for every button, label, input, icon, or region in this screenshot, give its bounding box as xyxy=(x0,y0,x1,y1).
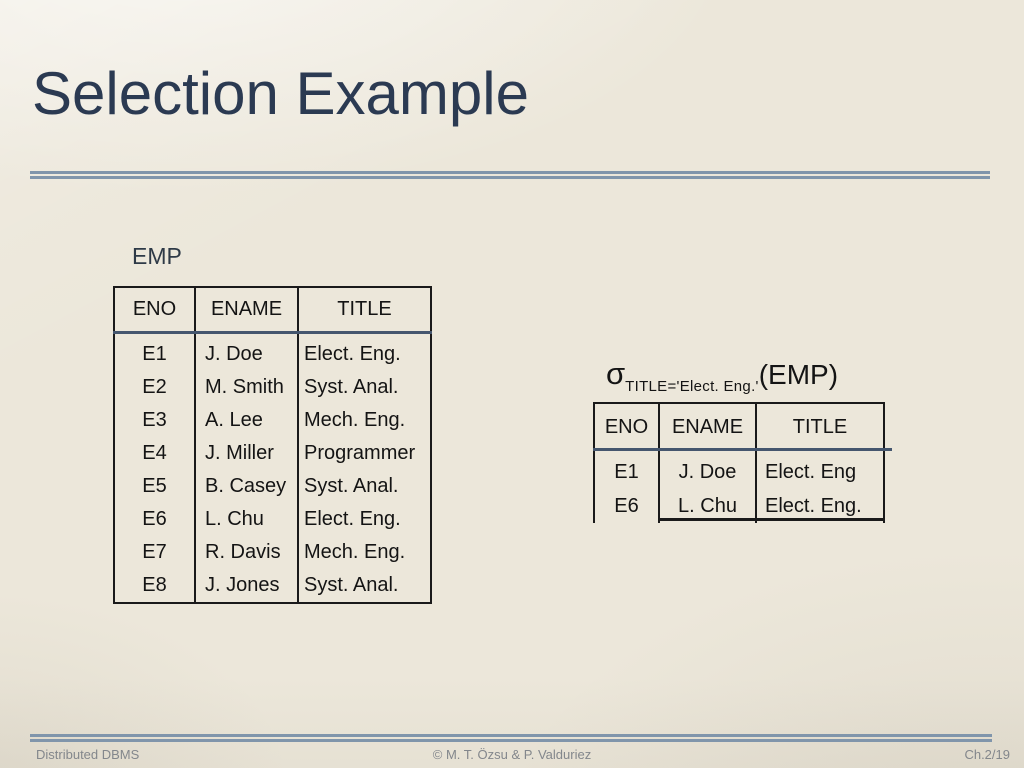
cell-ename: J. Miller xyxy=(194,437,299,470)
cell-title: Mech. Eng. xyxy=(297,404,432,437)
table-row: E7 R. Davis Mech. Eng. xyxy=(113,536,432,569)
title-divider xyxy=(30,171,990,179)
table-row: E8 J. Jones Syst. Anal. xyxy=(113,569,432,603)
cell-ename: L. Chu xyxy=(658,489,757,523)
footer-divider xyxy=(30,734,992,742)
cell-eno: E1 xyxy=(593,450,660,489)
cell-eno: E4 xyxy=(113,437,196,470)
result-header-separator xyxy=(593,448,892,451)
table-row: E1 J. Doe Elect. Eng xyxy=(593,450,885,489)
table-row: E3 A. Lee Mech. Eng. xyxy=(113,404,432,437)
result-header-row: ENO ENAME TITLE xyxy=(593,403,885,450)
cell-ename: M. Smith xyxy=(194,371,299,404)
cell-title: Mech. Eng. xyxy=(297,536,432,569)
table-row: E2 M. Smith Syst. Anal. xyxy=(113,371,432,404)
selection-predicate: TITLE='Elect. Eng.' xyxy=(625,378,759,395)
cell-ename: B. Casey xyxy=(194,470,299,503)
cell-ename: J. Jones xyxy=(194,569,299,603)
footer-copyright: © M. T. Özsu & P. Valduriez xyxy=(432,747,592,762)
emp-col-header-ename: ENAME xyxy=(194,287,299,334)
footer-page-number: Ch.2/19 xyxy=(964,747,1010,762)
cell-ename: J. Doe xyxy=(658,450,757,489)
emp-col-header-title: TITLE xyxy=(297,287,432,334)
cell-title: Elect. Eng. xyxy=(297,332,432,371)
selection-expression: σTITLE='Elect. Eng.'(EMP) xyxy=(606,356,839,395)
cell-eno: E5 xyxy=(113,470,196,503)
selection-operand: (EMP) xyxy=(758,359,839,390)
cell-eno: E1 xyxy=(113,332,196,371)
sigma-operator: σ xyxy=(606,356,626,391)
cell-title: Elect. Eng xyxy=(755,450,885,489)
emp-header-row: ENO ENAME TITLE xyxy=(113,287,432,334)
cell-eno: E6 xyxy=(113,503,196,536)
cell-ename: A. Lee xyxy=(194,404,299,437)
emp-table: ENO ENAME TITLE E1 J. Doe Elect. Eng. E2… xyxy=(113,286,432,604)
result-col-header-ename: ENAME xyxy=(658,403,757,450)
result-table-bottom-border xyxy=(658,518,883,521)
cell-title: Programmer xyxy=(297,437,432,470)
table-row: E1 J. Doe Elect. Eng. xyxy=(113,332,432,371)
cell-title: Syst. Anal. xyxy=(297,371,432,404)
cell-ename: R. Davis xyxy=(194,536,299,569)
footer-course-label: Distributed DBMS xyxy=(36,747,140,762)
cell-eno: E7 xyxy=(113,536,196,569)
cell-ename: J. Doe xyxy=(194,332,299,371)
cell-title: Elect. Eng. xyxy=(755,489,885,523)
cell-eno: E6 xyxy=(593,489,660,523)
emp-col-header-eno: ENO xyxy=(113,287,196,334)
page-title: Selection Example xyxy=(32,60,529,127)
table-row: E6 L. Chu Elect. Eng. xyxy=(113,503,432,536)
result-col-header-title: TITLE xyxy=(755,403,885,450)
cell-title: Syst. Anal. xyxy=(297,569,432,603)
table-row: E6 L. Chu Elect. Eng. xyxy=(593,489,885,523)
result-table: ENO ENAME TITLE E1 J. Doe Elect. Eng E6 … xyxy=(593,402,885,523)
cell-title: Elect. Eng. xyxy=(297,503,432,536)
table-row: E5 B. Casey Syst. Anal. xyxy=(113,470,432,503)
cell-eno: E2 xyxy=(113,371,196,404)
cell-title: Syst. Anal. xyxy=(297,470,432,503)
table-row: E4 J. Miller Programmer xyxy=(113,437,432,470)
cell-eno: E8 xyxy=(113,569,196,603)
emp-table-label: EMP xyxy=(132,243,182,269)
result-col-header-eno: ENO xyxy=(593,403,660,450)
cell-ename: L. Chu xyxy=(194,503,299,536)
cell-eno: E3 xyxy=(113,404,196,437)
